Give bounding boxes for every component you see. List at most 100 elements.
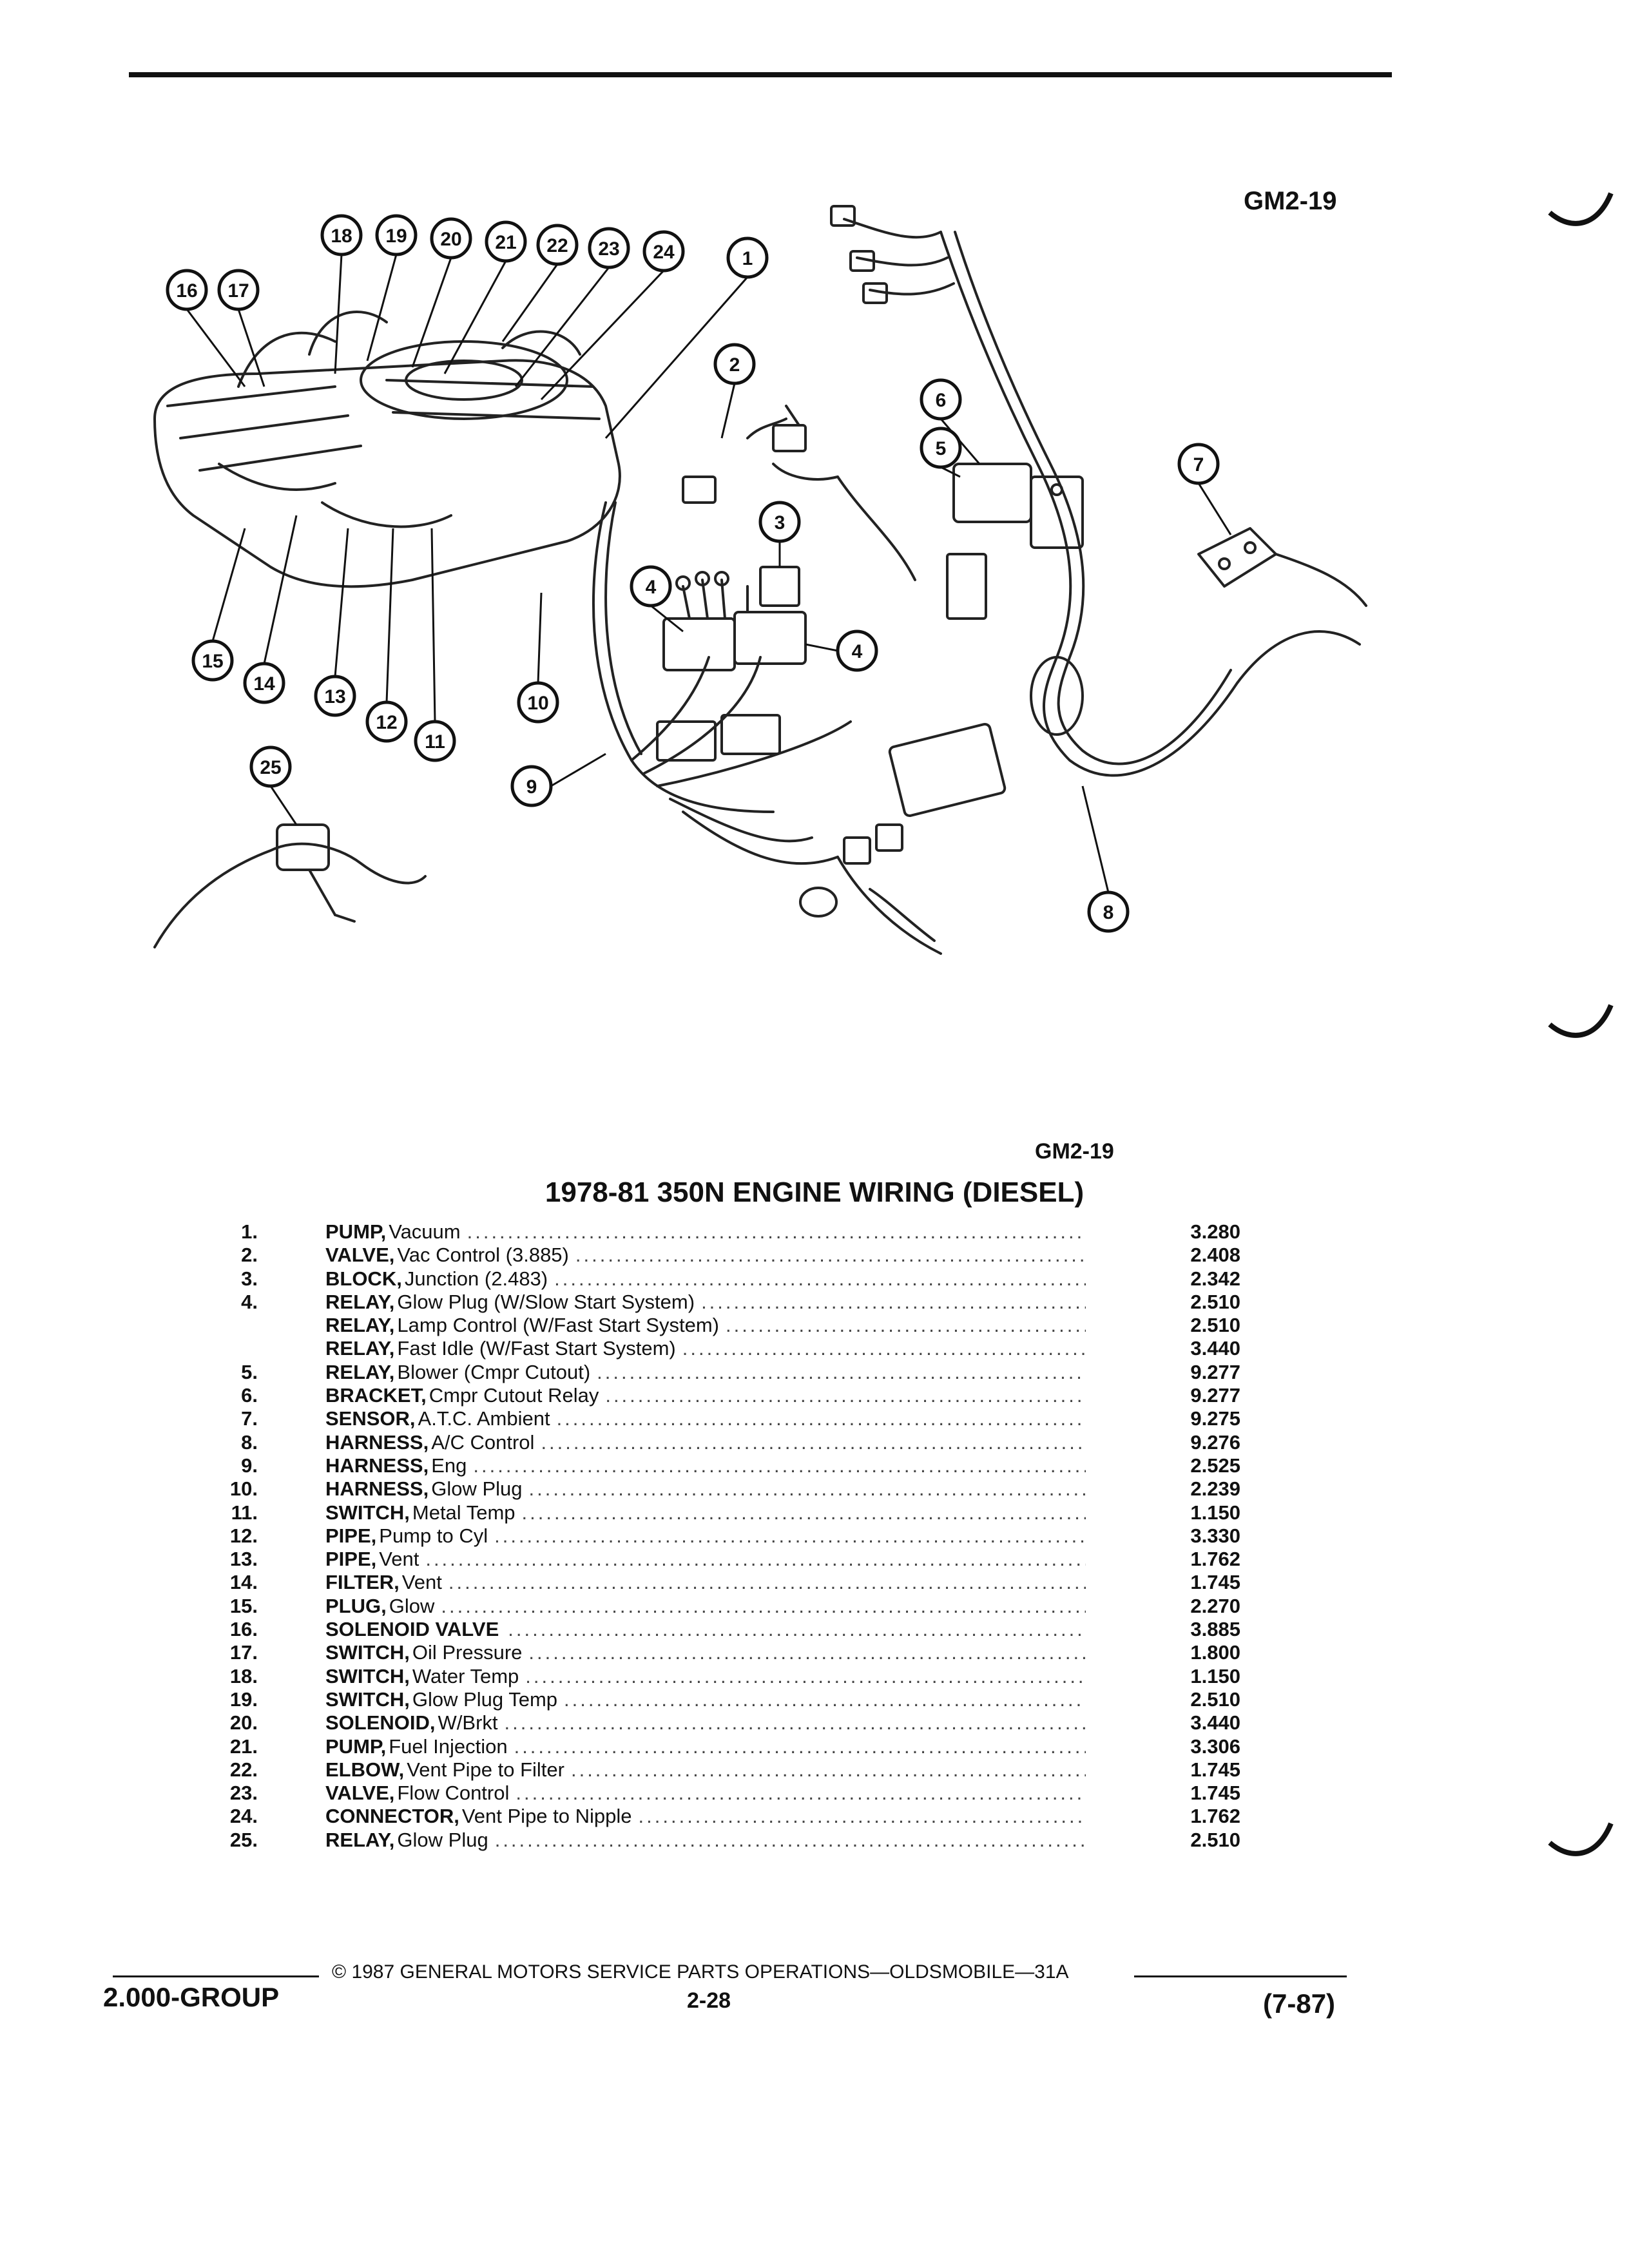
part-group-number: 1.150 [1190,1501,1240,1524]
part-description: PUMP,Vacuum [325,1220,1086,1244]
callout-label-5: 5 [936,438,947,459]
part-description: SWITCH,Water Temp [325,1665,1086,1688]
part-detail: Vent Pipe to Filter [407,1758,564,1781]
binding-mark-middle [1548,1004,1614,1038]
dot-leader [467,1220,1086,1244]
callout-label-4b: 4 [852,641,863,662]
part-group-number: 3.330 [1190,1524,1240,1547]
callout-22: 22 [536,224,579,266]
parts-list-row: 12.PIPE,Pump to Cyl3.330 [206,1524,1250,1548]
callout-label-7: 7 [1193,454,1204,476]
parts-list-row: 15.PLUG,Glow2.270 [206,1595,1250,1618]
parts-list-row: 3.BLOCK,Junction (2.483)2.342 [206,1267,1250,1291]
parts-list-row: 22. ELBOW,Vent Pipe to Filter 1.745 [206,1758,1250,1782]
callout-label-9: 9 [526,776,537,798]
part-number: 8. [241,1430,258,1454]
parts-list-row: RELAY,Lamp Control (W/Fast Start System)… [206,1314,1250,1337]
part-group-number: 1.762 [1190,1548,1240,1571]
part-number: 5. [241,1360,258,1383]
part-detail: Lamp Control (W/Fast Start System) [397,1314,719,1337]
callout-6: 6 [920,378,962,421]
dot-leader [639,1805,1086,1828]
part-group-number: 9.275 [1190,1407,1240,1430]
footer-rule-left [113,1975,319,1977]
part-keyword: PLUG, [325,1594,387,1617]
part-number: 22. [229,1758,258,1781]
part-detail: Blower (Cmpr Cutout) [397,1360,591,1383]
part-description: HARNESS,A/C Control [325,1431,1086,1454]
dot-leader [495,1829,1086,1852]
dot-leader [701,1291,1086,1314]
part-description: SENSOR,A.T.C. Ambient [325,1407,1086,1430]
part-group-number: 1.800 [1190,1641,1240,1664]
part-keyword: RELAY, [325,1337,395,1360]
part-description: RELAY,Glow Plug [325,1829,1086,1852]
figure-code-bottom: GM2-19 [1035,1139,1114,1164]
part-detail: Flow Control [397,1782,510,1805]
parts-list-title: 1978-81 350N ENGINE WIRING (DIESEL) [545,1177,1084,1208]
part-keyword: ELBOW, [325,1758,405,1781]
part-group-number: 3.306 [1190,1735,1240,1758]
part-description: VALVE,Vac Control (3.885) [325,1244,1086,1267]
dot-leader [441,1595,1086,1618]
part-detail: Metal Temp [412,1501,516,1524]
part-detail: Junction (2.483) [404,1267,548,1290]
part-detail: Glow Plug [431,1477,523,1501]
dot-leader [529,1477,1086,1501]
callout-23: 23 [588,227,630,269]
callout-label-3: 3 [775,512,786,533]
callout-label-21: 21 [495,232,516,253]
part-description: CONNECTOR,Vent Pipe to Nipple [325,1805,1086,1828]
part-group-number: 1.745 [1190,1758,1240,1781]
part-description: SWITCH,Oil Pressure [325,1641,1086,1664]
part-detail: Vac Control (3.885) [397,1244,569,1267]
callout-5: 5 [920,427,962,469]
binding-mark-bottom [1548,1822,1614,1856]
callout-label-8: 8 [1103,902,1114,923]
callout-10: 10 [517,681,559,724]
part-number: 24. [229,1805,258,1828]
callout-11: 11 [414,720,456,762]
dot-leader [682,1337,1086,1360]
part-description: SOLENOID,W/Brkt [325,1711,1086,1735]
part-description: PLUG,Glow [325,1595,1086,1618]
part-group-number: 2.525 [1190,1454,1240,1477]
part-group-number: 2.342 [1190,1267,1240,1290]
part-description: PIPE,Vent [325,1548,1086,1571]
parts-list-row: 13.PIPE,Vent1.762 [206,1548,1250,1571]
part-number: 14. [229,1571,258,1594]
callout-label-10: 10 [527,693,548,714]
callout-4b: 4 [836,629,878,672]
parts-list-row: 19.SWITCH,Glow Plug Temp2.510 [206,1688,1250,1711]
part-number: 1. [241,1220,258,1243]
part-keyword: HARNESS, [325,1430,429,1454]
part-keyword: SWITCH, [325,1641,410,1664]
callout-label-22: 22 [546,235,568,256]
part-keyword: RELAY, [325,1360,395,1383]
callout-12: 12 [365,700,408,743]
callout-4a: 4 [630,565,672,608]
part-keyword: SENSOR, [325,1407,416,1430]
binding-mark-top [1548,192,1614,226]
callout-label-16: 16 [176,280,197,302]
part-keyword: RELAY, [325,1314,395,1337]
part-number: 10. [229,1477,258,1501]
part-detail: Fuel Injection [389,1735,508,1758]
part-detail: Water Temp [412,1664,519,1687]
dot-leader [525,1665,1086,1688]
parts-list-row: 21.PUMP,Fuel Injection3.306 [206,1735,1250,1758]
dot-leader [605,1384,1086,1407]
part-keyword: SWITCH, [325,1687,410,1711]
dot-leader [575,1244,1086,1267]
callout-25: 25 [249,745,292,788]
callout-7: 7 [1177,443,1220,485]
part-detail: A.T.C. Ambient [418,1407,550,1430]
part-keyword: VALVE, [325,1244,395,1267]
part-group-number: 1.745 [1190,1571,1240,1594]
parts-list-row: 6.BRACKET,Cmpr Cutout Relay9.277 [206,1384,1250,1407]
part-description: BLOCK,Junction (2.483) [325,1267,1086,1291]
part-keyword: SWITCH, [325,1664,410,1687]
part-detail: Pump to Cyl [379,1524,488,1547]
part-description: VALVE,Flow Control [325,1782,1086,1805]
